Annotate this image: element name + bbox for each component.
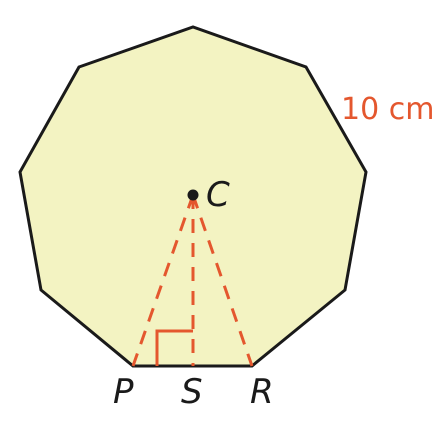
- point-p-label: P: [113, 372, 134, 412]
- segment-cr: [191, 194, 254, 367]
- side-length-label: 10 cm: [341, 92, 434, 127]
- center-point: [187, 189, 199, 201]
- point-r-label: R: [250, 372, 274, 412]
- point-s-label: S: [181, 372, 203, 412]
- right-angle-marker: [155, 329, 193, 366]
- center-label: C: [206, 175, 230, 215]
- segment-cp: [131, 194, 195, 367]
